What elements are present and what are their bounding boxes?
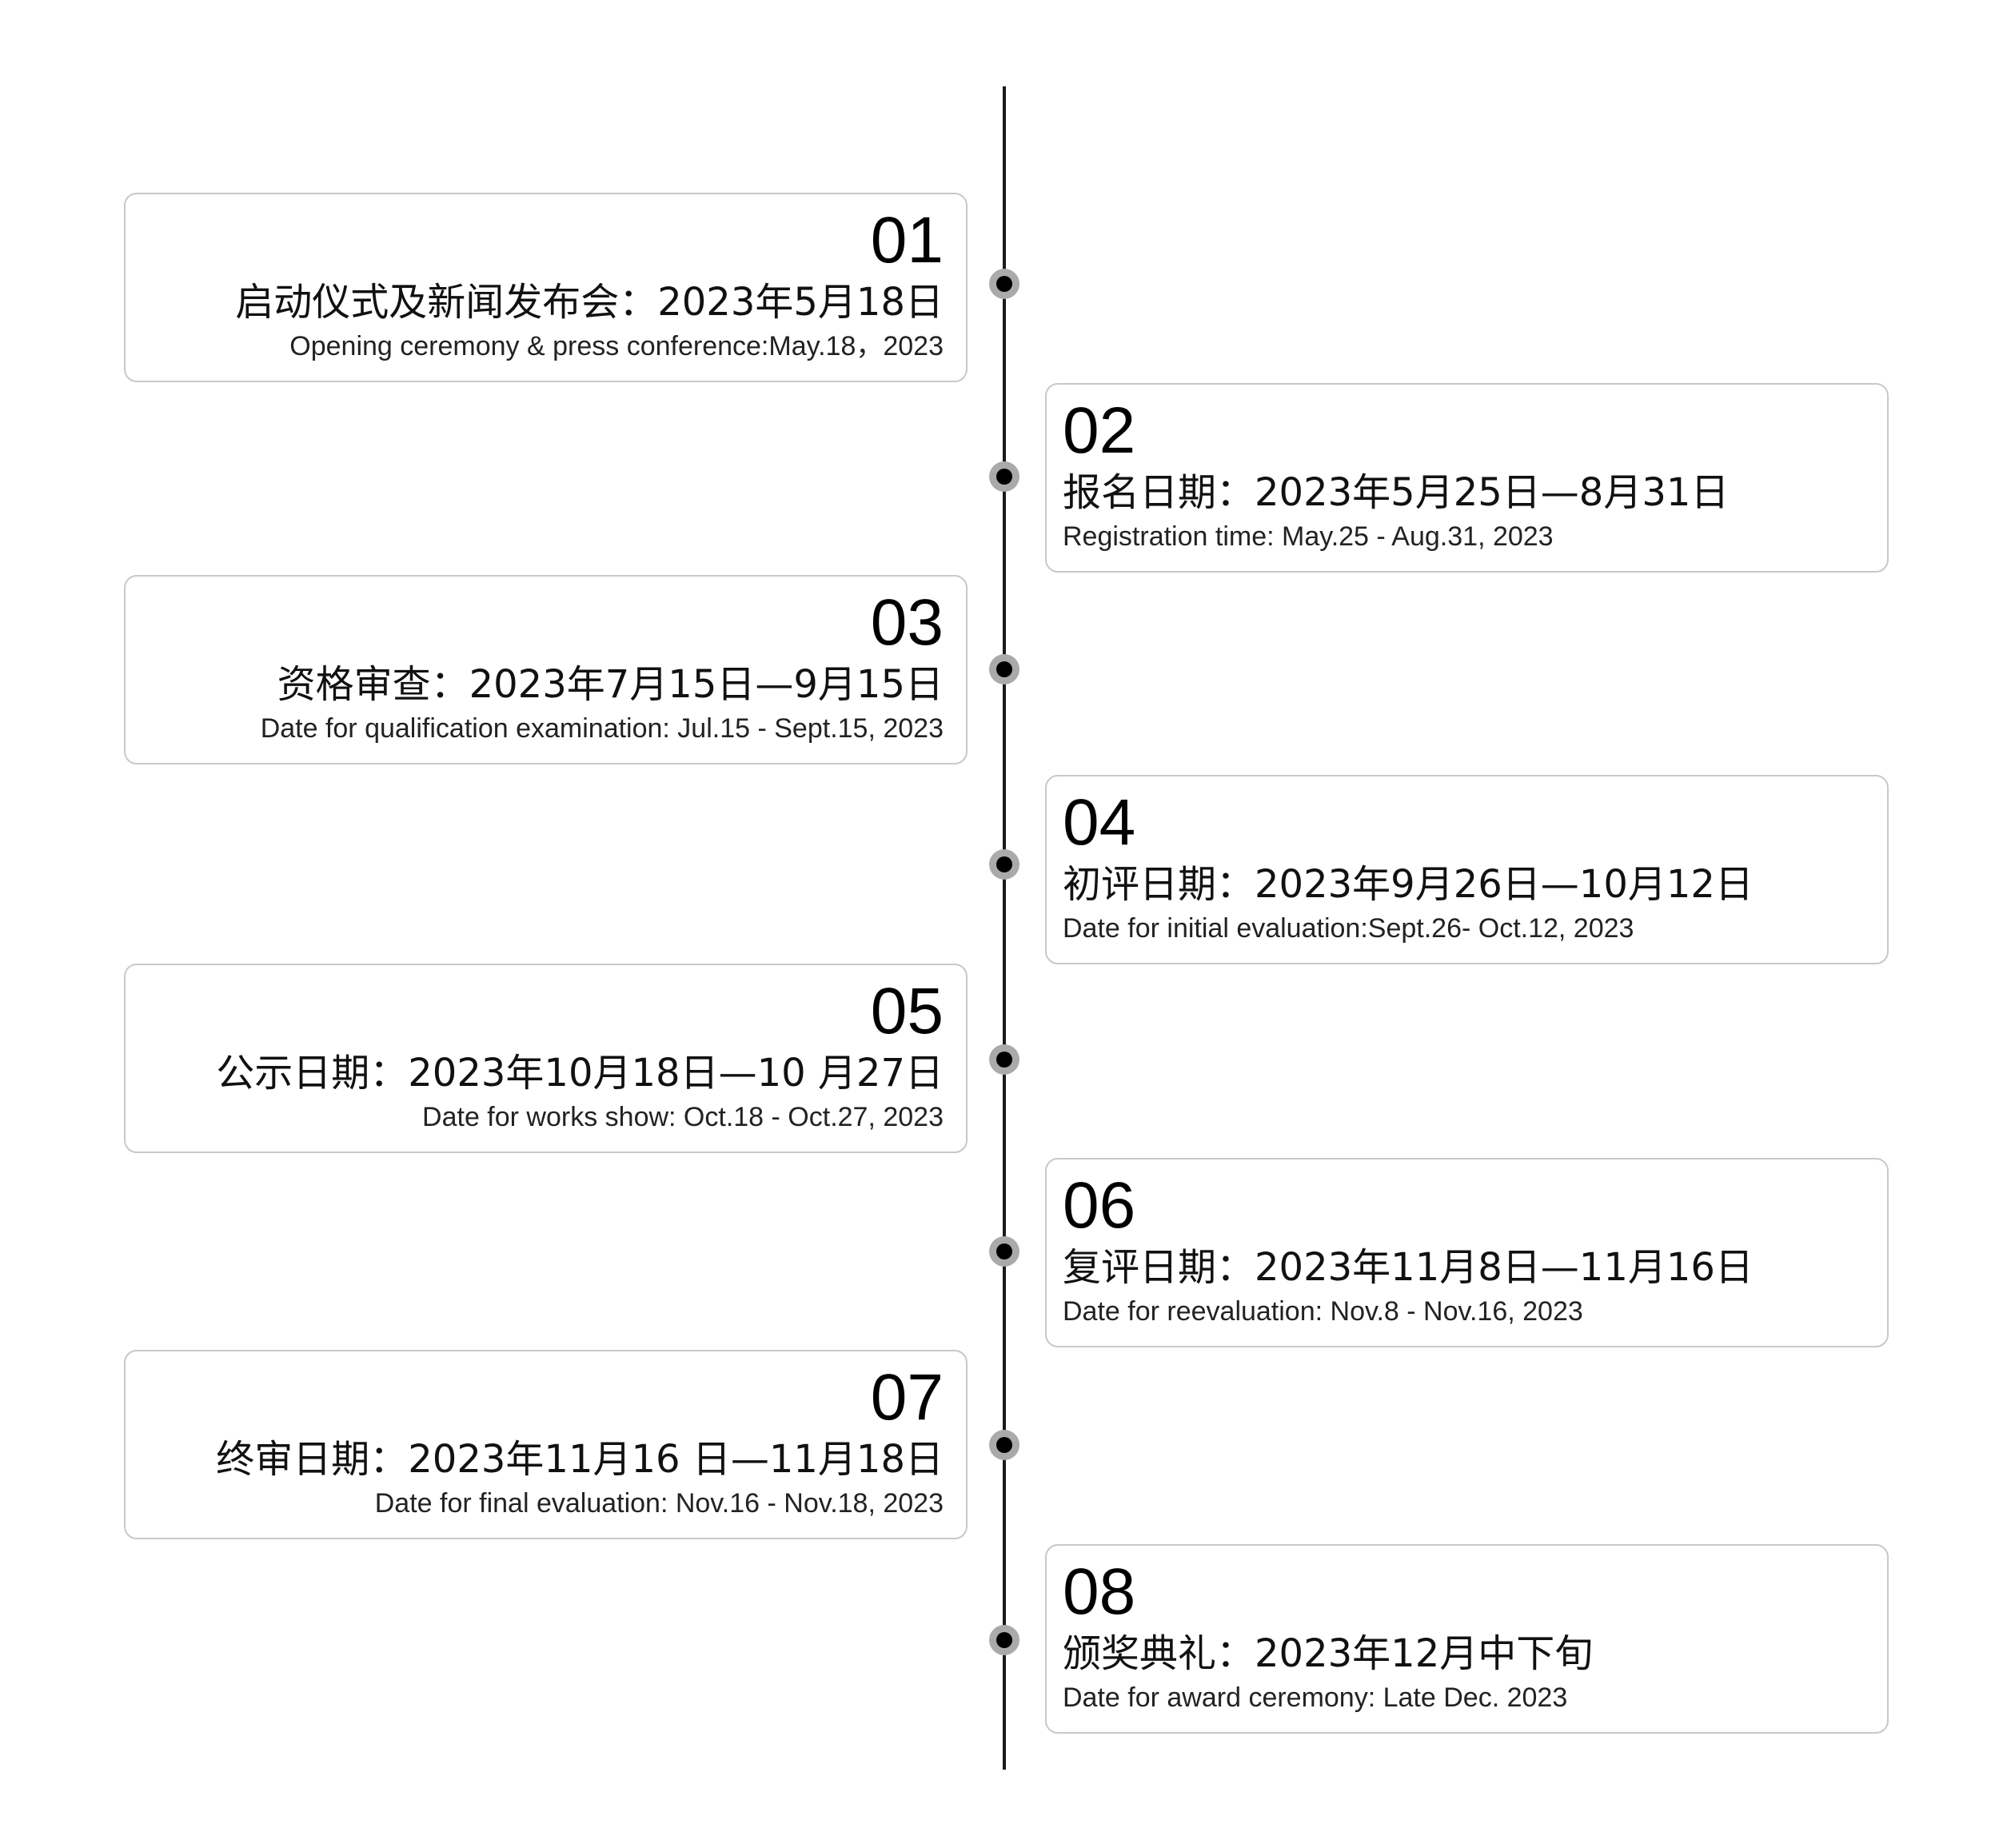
- timeline-card-08: 08 颁奖典礼：2023年12月中下旬 Date for award cerem…: [1045, 1544, 1889, 1734]
- step-number: 04: [1063, 786, 1136, 859]
- step-title-en: Registration time: May.25 - Aug.31, 2023: [1063, 521, 1554, 552]
- step-number: 01: [870, 204, 944, 277]
- step-title-en: Date for final evaluation: Nov.16 - Nov.…: [374, 1488, 944, 1519]
- step-title-en: Date for works show: Oct.18 - Oct.27, 20…: [422, 1102, 944, 1132]
- step-title-zh: 资格审查：2023年7月15日—9月15日: [277, 662, 944, 707]
- timeline-card-05: 05 公示日期：2023年10月18日—10 月27日 Date for wor…: [124, 964, 968, 1153]
- timeline-node-01: [989, 269, 1019, 299]
- step-title-en: Date for award ceremony: Late Dec. 2023: [1063, 1682, 1568, 1713]
- step-title-zh: 初评日期：2023年9月26日—10月12日: [1063, 862, 1754, 907]
- timeline-node-08: [989, 1625, 1019, 1655]
- timeline-node-03: [989, 654, 1019, 685]
- timeline-node-04: [989, 849, 1019, 880]
- step-title-en: Date for initial evaluation:Sept.26- Oct…: [1063, 913, 1634, 944]
- timeline-card-04: 04 初评日期：2023年9月26日—10月12日 Date for initi…: [1045, 775, 1889, 964]
- step-title-zh: 终审日期：2023年11月16 日—11月18日: [216, 1437, 944, 1482]
- timeline-card-06: 06 复评日期：2023年11月8日—11月16日 Date for reeva…: [1045, 1158, 1889, 1347]
- timeline-card-02: 02 报名日期：2023年5月25日—8月31日 Registration ti…: [1045, 383, 1889, 573]
- step-title-en: Date for qualification examination: Jul.…: [260, 713, 944, 744]
- step-title-en: Date for reevaluation: Nov.8 - Nov.16, 2…: [1063, 1296, 1583, 1327]
- step-title-zh: 公示日期：2023年10月18日—10 月27日: [216, 1051, 944, 1096]
- timeline-node-05: [989, 1044, 1019, 1075]
- step-title-zh: 颁奖典礼：2023年12月中下旬: [1063, 1631, 1594, 1676]
- step-title-zh: 启动仪式及新闻发布会：2023年5月18日: [235, 280, 944, 325]
- step-number: 03: [870, 586, 944, 659]
- step-number: 02: [1063, 394, 1136, 467]
- timeline-node-07: [989, 1430, 1019, 1460]
- timeline-card-03: 03 资格审查：2023年7月15日—9月15日 Date for qualif…: [124, 575, 968, 764]
- step-number: 07: [870, 1361, 944, 1434]
- step-number: 06: [1063, 1169, 1136, 1242]
- timeline-card-07: 07 终审日期：2023年11月16 日—11月18日 Date for fin…: [124, 1350, 968, 1539]
- timeline-node-02: [989, 461, 1019, 492]
- step-title-zh: 报名日期：2023年5月25日—8月31日: [1063, 470, 1730, 515]
- timeline-node-06: [989, 1236, 1019, 1267]
- timeline-card-01: 01 启动仪式及新闻发布会：2023年5月18日 Opening ceremon…: [124, 193, 968, 382]
- step-number: 05: [870, 975, 944, 1048]
- step-number: 08: [1063, 1555, 1136, 1628]
- step-title-en: Opening ceremony & press conference:May.…: [289, 331, 944, 361]
- step-title-zh: 复评日期：2023年11月8日—11月16日: [1063, 1245, 1754, 1290]
- timeline-axis: [1003, 86, 1006, 1770]
